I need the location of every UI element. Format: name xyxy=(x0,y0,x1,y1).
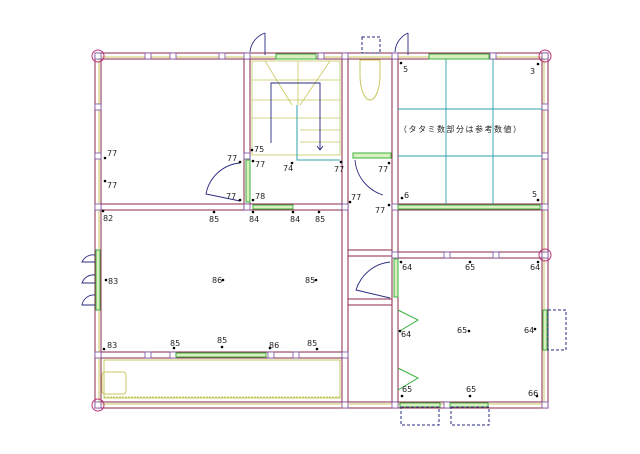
level-label: 77 xyxy=(375,206,385,215)
level-label: 77 xyxy=(227,154,237,163)
tatami-note: （タタミ数部分は参考数値） xyxy=(399,124,523,134)
corner-markers xyxy=(91,49,552,412)
windows xyxy=(95,53,548,408)
level-label: 83 xyxy=(108,277,118,286)
level-label: 86 xyxy=(212,276,222,285)
level-label: 77 xyxy=(378,165,388,174)
level-label: 5 xyxy=(532,190,537,199)
walls xyxy=(94,52,549,409)
level-label: 85 xyxy=(209,215,219,224)
level-label: 75 xyxy=(254,145,264,154)
level-label: 85 xyxy=(217,336,227,345)
level-label: 65 xyxy=(402,385,412,394)
level-label: 66 xyxy=(528,389,538,398)
level-label: 6 xyxy=(404,191,409,200)
level-label: 64 xyxy=(524,326,534,335)
level-label: 85 xyxy=(305,276,315,285)
tatami-grid xyxy=(398,59,542,204)
level-label: 77 xyxy=(107,149,117,158)
doors xyxy=(81,32,567,426)
level-label: 85 xyxy=(315,215,325,224)
level-label: 84 xyxy=(249,215,259,224)
level-label: 84 xyxy=(290,215,300,224)
level-label: 5 xyxy=(403,65,408,74)
level-label: 77 xyxy=(226,192,236,201)
level-label: 86 xyxy=(269,341,279,350)
washbasin xyxy=(101,371,127,395)
level-label: 77 xyxy=(255,160,265,169)
level-label: 77 xyxy=(334,165,344,174)
level-label: 77 xyxy=(351,193,361,202)
level-label: 65 xyxy=(466,385,476,394)
level-label: 85 xyxy=(170,339,180,348)
dots xyxy=(101,61,540,398)
level-label: 77 xyxy=(107,181,117,190)
level-label: 74 xyxy=(283,164,293,173)
posts xyxy=(94,52,549,409)
elevation-labels: 77 77 75 77 77 74 77 77 78 77 82 85 84 8… xyxy=(103,65,540,398)
toilet xyxy=(359,59,381,101)
level-label: 83 xyxy=(107,341,117,350)
level-label: 64 xyxy=(401,330,411,339)
staircase xyxy=(251,60,341,161)
level-label: 64 xyxy=(530,263,540,272)
level-label: 82 xyxy=(103,214,113,223)
level-label: 65 xyxy=(465,263,475,272)
level-label: 65 xyxy=(457,326,467,335)
level-label: 78 xyxy=(255,192,265,201)
level-label: 64 xyxy=(402,263,412,272)
level-label: 3 xyxy=(530,67,535,76)
level-label: 85 xyxy=(307,339,317,348)
